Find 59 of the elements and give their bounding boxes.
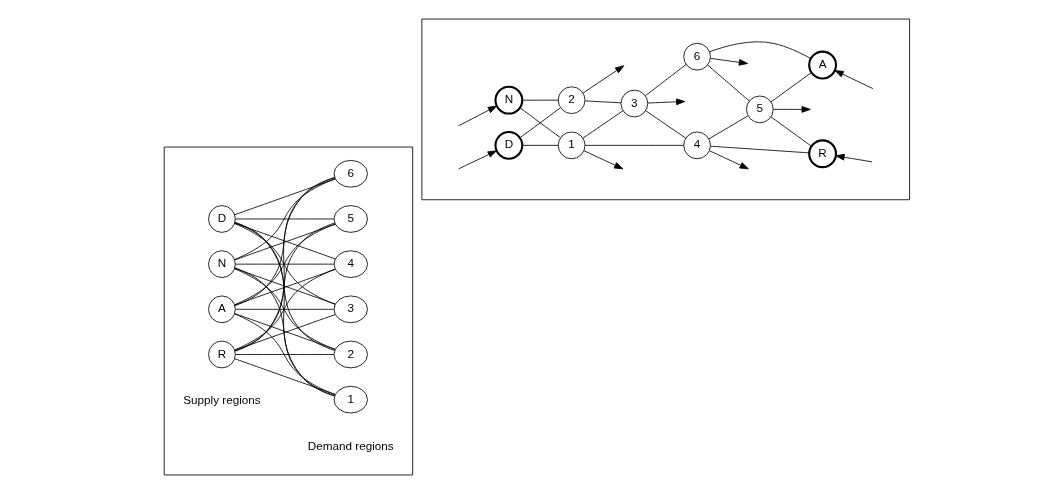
- connector: [770, 116, 812, 146]
- connector: [521, 99, 559, 101]
- connector: [234, 176, 336, 306]
- label: Supply regions: [183, 392, 261, 406]
- connector: [235, 263, 335, 265]
- arrow: [458, 149, 497, 169]
- node-ellipse: 2: [333, 340, 368, 368]
- arrow: [647, 98, 686, 105]
- node-ellipse: 5: [333, 204, 368, 233]
- arrow: [834, 69, 874, 89]
- node-circle: D: [208, 204, 236, 233]
- connector: [584, 99, 622, 103]
- connector: [234, 221, 335, 396]
- connector: [235, 308, 335, 310]
- connector: [235, 218, 335, 219]
- arrow: [710, 57, 749, 66]
- arrow: [583, 149, 624, 169]
- node-circle: 4: [683, 131, 711, 159]
- node-ellipse: 3: [333, 295, 368, 323]
- connector: [521, 144, 559, 146]
- node-circle: 5: [746, 95, 774, 123]
- connector: [707, 64, 750, 101]
- connector: [234, 266, 336, 396]
- node-circle: 2: [557, 85, 586, 114]
- label: Demand regions: [307, 438, 394, 452]
- node-ellipse: 6: [333, 159, 368, 188]
- node-circle: R: [808, 138, 837, 168]
- arrow: [835, 153, 873, 162]
- node-circle: A: [208, 295, 236, 323]
- connector: [710, 145, 810, 153]
- node-ellipse: 1: [333, 385, 368, 413]
- connector: [709, 40, 812, 59]
- connector: [234, 176, 335, 351]
- arrow: [582, 64, 625, 93]
- connector: [234, 177, 336, 260]
- connector: [235, 353, 335, 355]
- connector: [708, 115, 749, 139]
- connector: [584, 144, 685, 146]
- connector: [234, 178, 336, 215]
- node-circle: D: [494, 130, 524, 160]
- arrow: [457, 105, 498, 126]
- connector: [770, 71, 812, 102]
- node-ellipse: 4: [333, 249, 368, 278]
- cluster: [163, 146, 414, 475]
- node-circle: R: [208, 340, 236, 368]
- connector: [234, 312, 336, 395]
- cluster: [421, 18, 910, 200]
- node-circle: N: [208, 249, 236, 278]
- arrow: [709, 149, 749, 169]
- connector: [582, 109, 624, 138]
- node-circle: N: [494, 85, 524, 115]
- connector: [234, 357, 336, 395]
- connector: [645, 109, 687, 139]
- node-circle: 3: [620, 89, 649, 117]
- connector: [645, 63, 687, 96]
- arrow: [772, 105, 811, 113]
- node-circle: 1: [557, 131, 586, 159]
- node-circle: A: [808, 50, 837, 79]
- node-circle: 6: [683, 42, 711, 70]
